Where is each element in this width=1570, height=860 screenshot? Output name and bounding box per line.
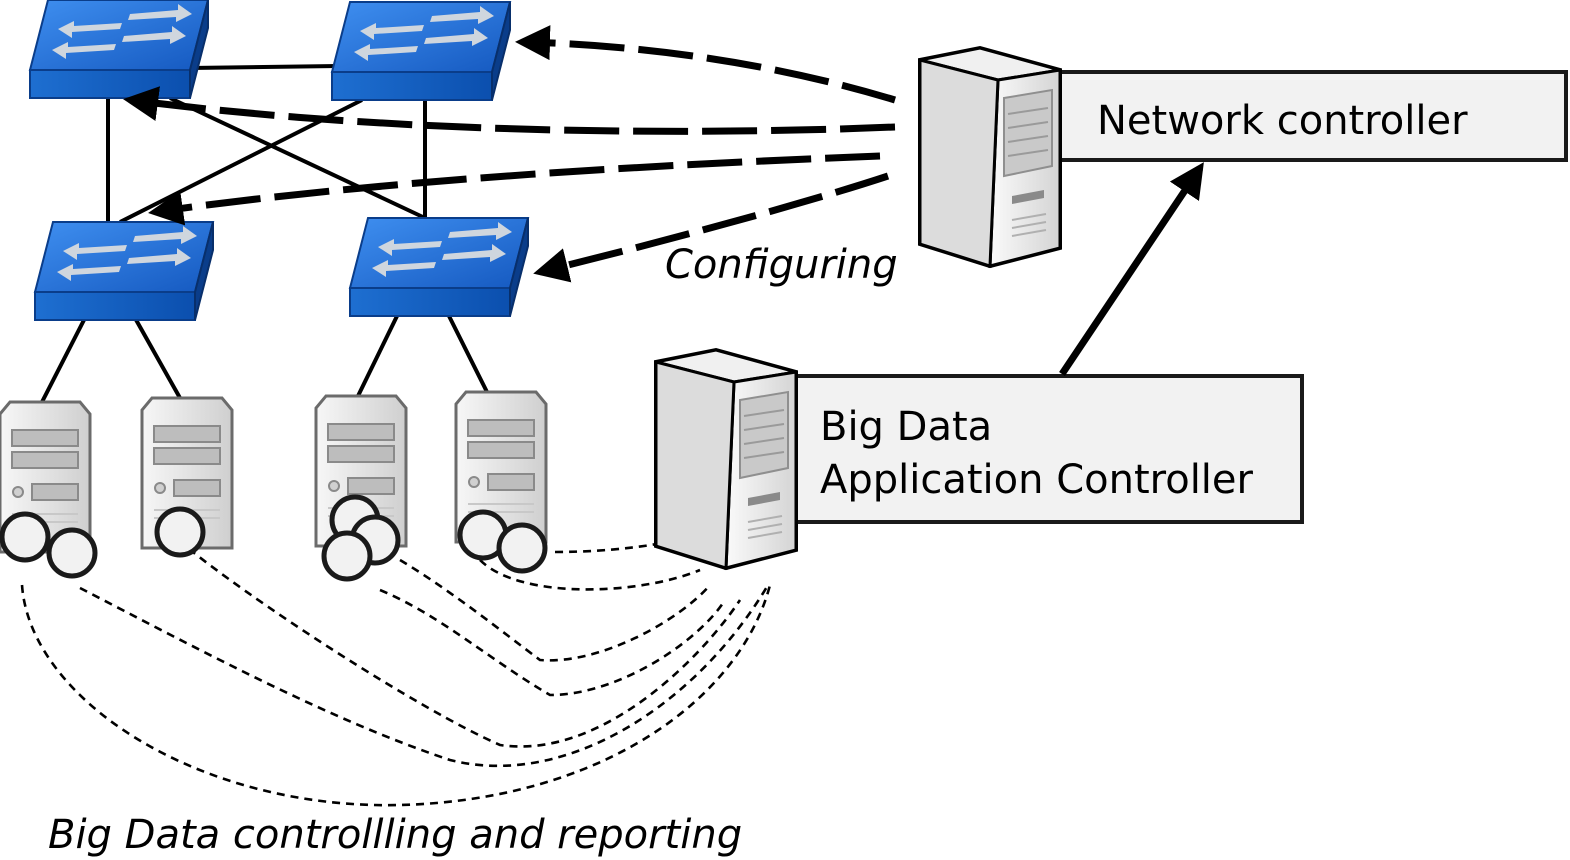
reporting-paths: [20, 536, 772, 807]
task-circle-icon: [321, 530, 373, 582]
network-controller-box: [1028, 70, 1568, 162]
network-switch-icon: [29, 0, 209, 99]
task-circle-icon: [154, 506, 206, 558]
reporting-label: Big Data controllling and reporting: [48, 812, 742, 858]
app-controller-label-line2: Application Controller: [820, 457, 1254, 503]
network-controller-server-icon: [918, 46, 1062, 268]
task-circle-icon: [0, 511, 51, 563]
task-circle-icon: [46, 527, 98, 579]
app-controller-label-line1: Big Data: [820, 404, 992, 450]
network-switch-icon: [34, 221, 214, 321]
app-controller-server-icon: [654, 348, 798, 570]
network-controller-label: Network controller: [1097, 98, 1468, 144]
access-links: [40, 313, 490, 403]
network-switch-icon: [349, 217, 529, 317]
task-circle-icon: [496, 522, 548, 574]
configuring-label: Configuring: [665, 242, 898, 288]
task-group: [0, 494, 548, 582]
configuring-arrows: [123, 25, 897, 283]
control-arrow: [1059, 162, 1204, 376]
network-switch-icon: [331, 1, 511, 101]
